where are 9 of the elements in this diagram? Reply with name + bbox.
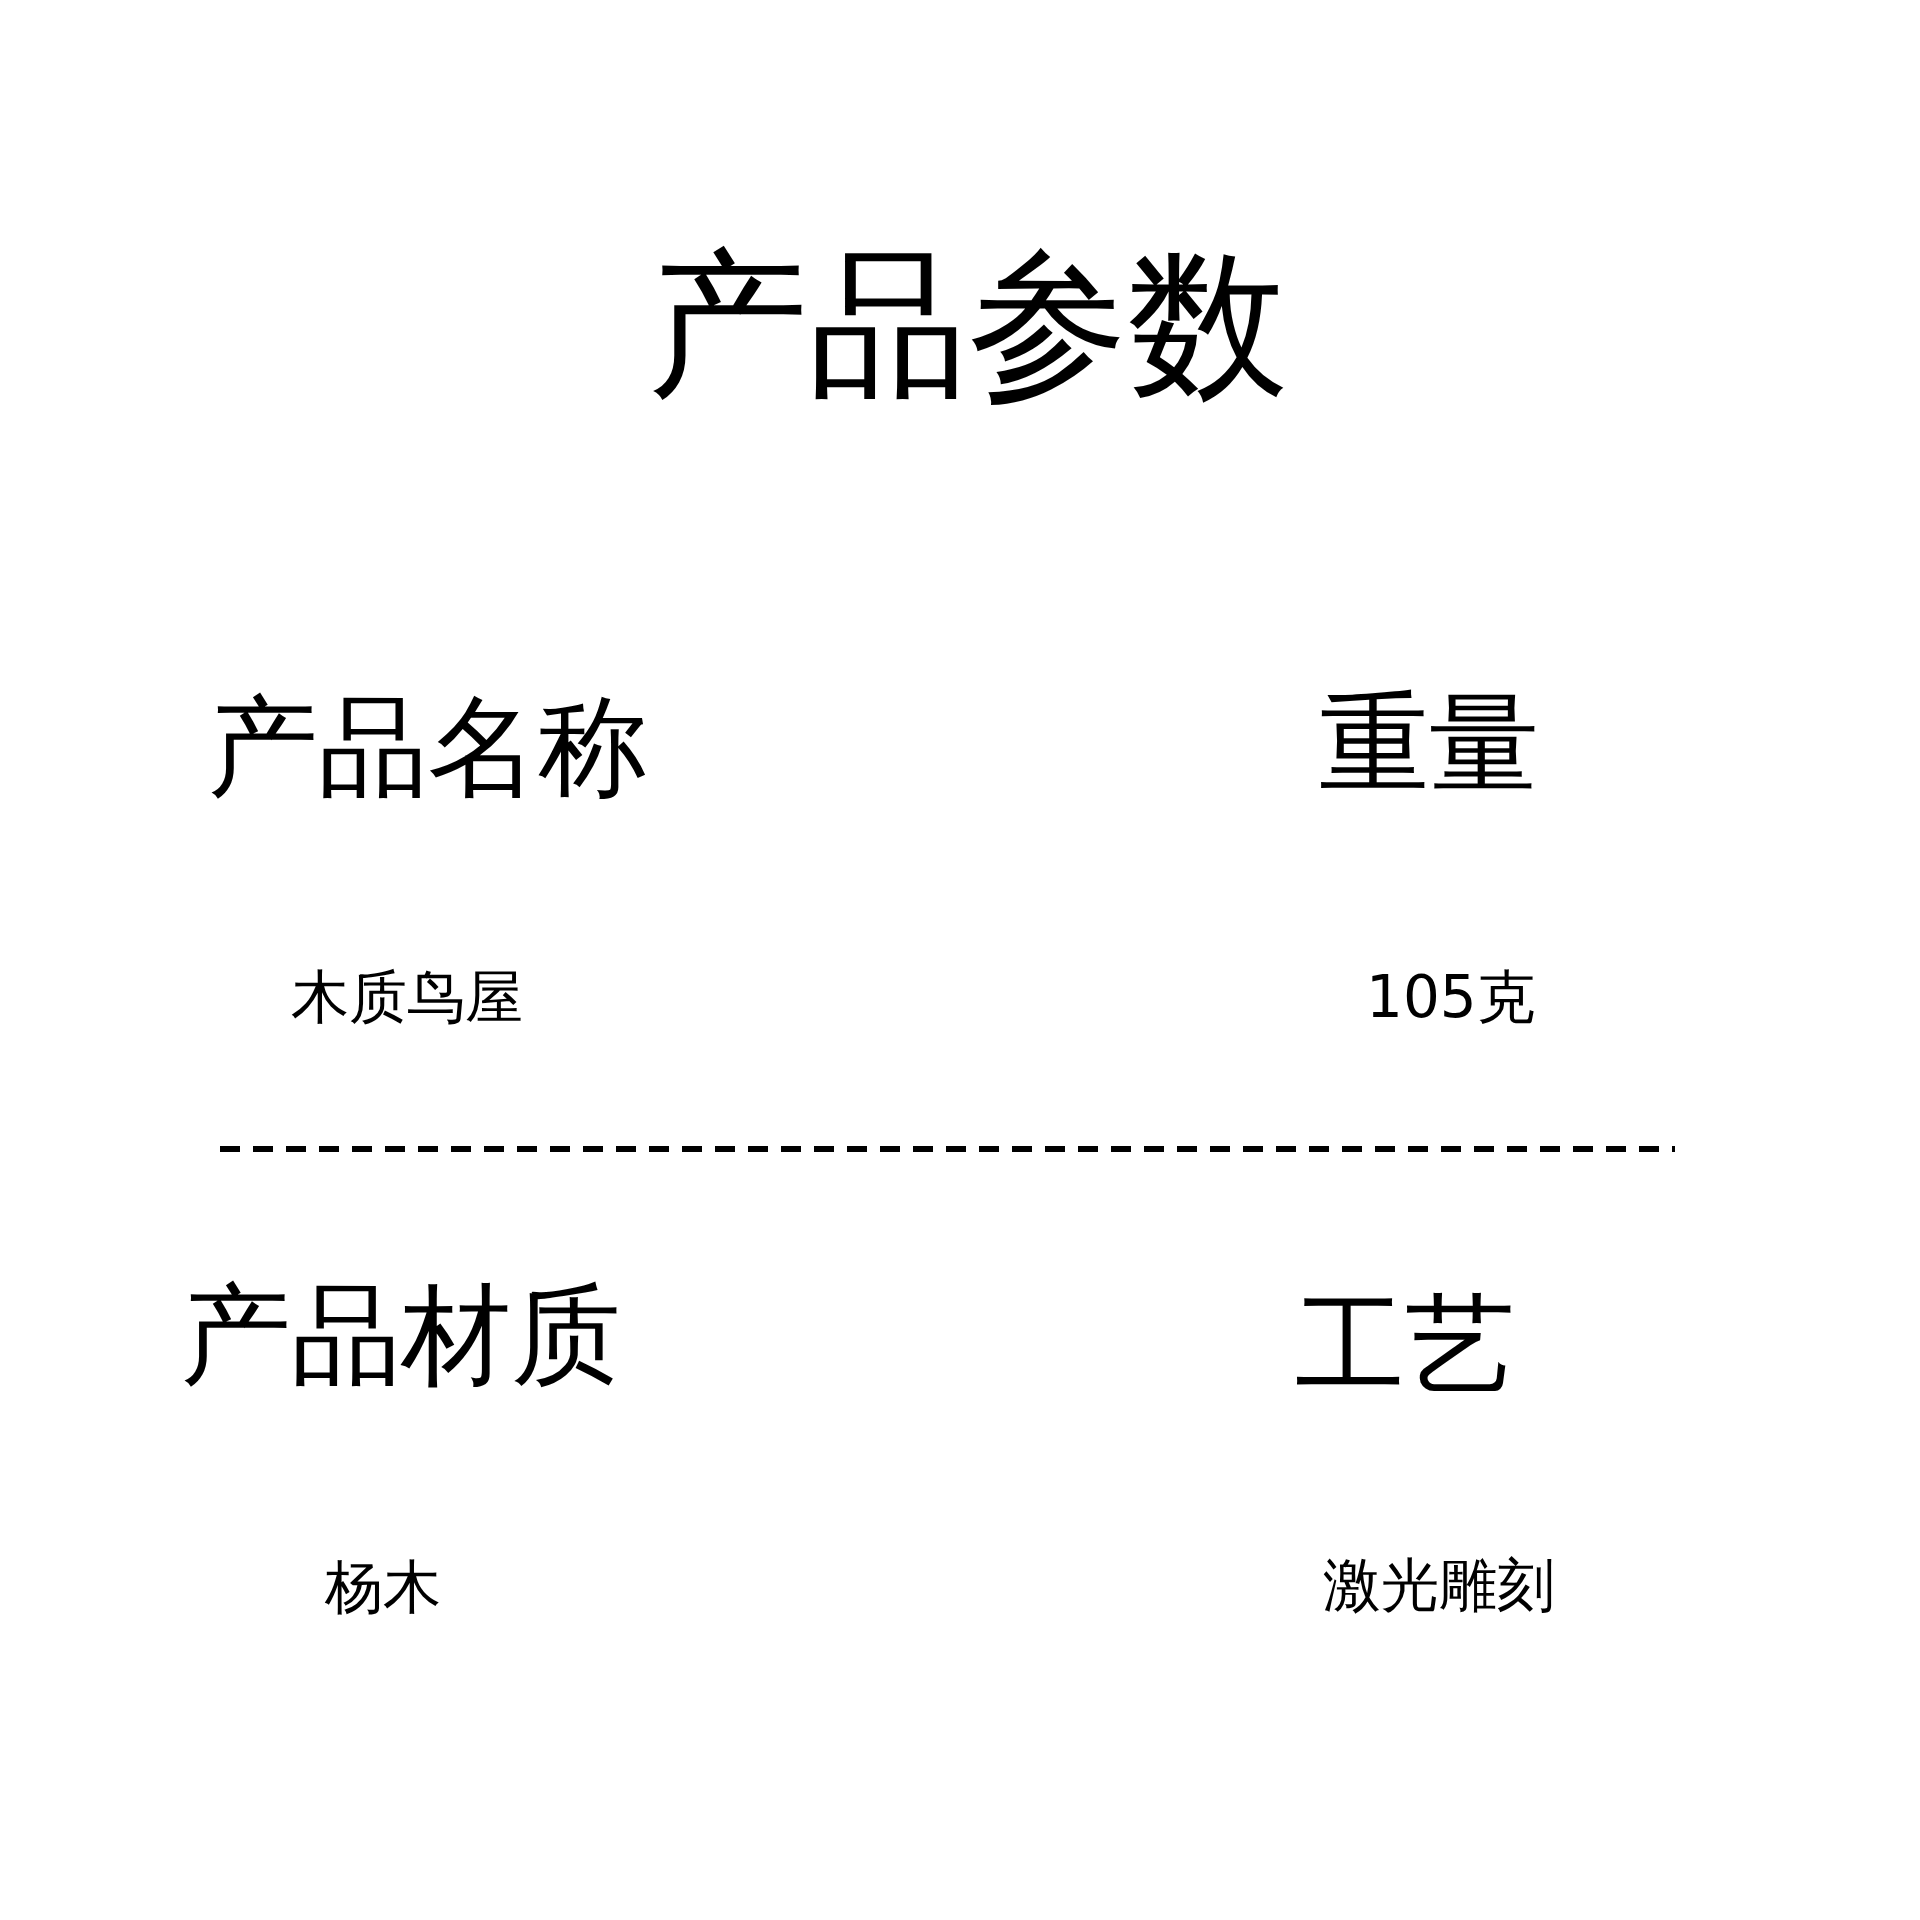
field-heading: 工艺 xyxy=(1295,1290,1515,1400)
page-title: 产品参数 xyxy=(648,245,1288,405)
field-value: 激光雕刻 xyxy=(1323,1556,1555,1614)
field-heading: 重量 xyxy=(1319,688,1539,798)
field-heading: 产品材质 xyxy=(181,1280,621,1390)
field-value: 杨木 xyxy=(325,1558,441,1616)
field-heading: 产品名称 xyxy=(208,692,648,802)
field-value: 105克 xyxy=(1366,968,1535,1026)
field-value: 木质鸟屋 xyxy=(291,968,523,1026)
